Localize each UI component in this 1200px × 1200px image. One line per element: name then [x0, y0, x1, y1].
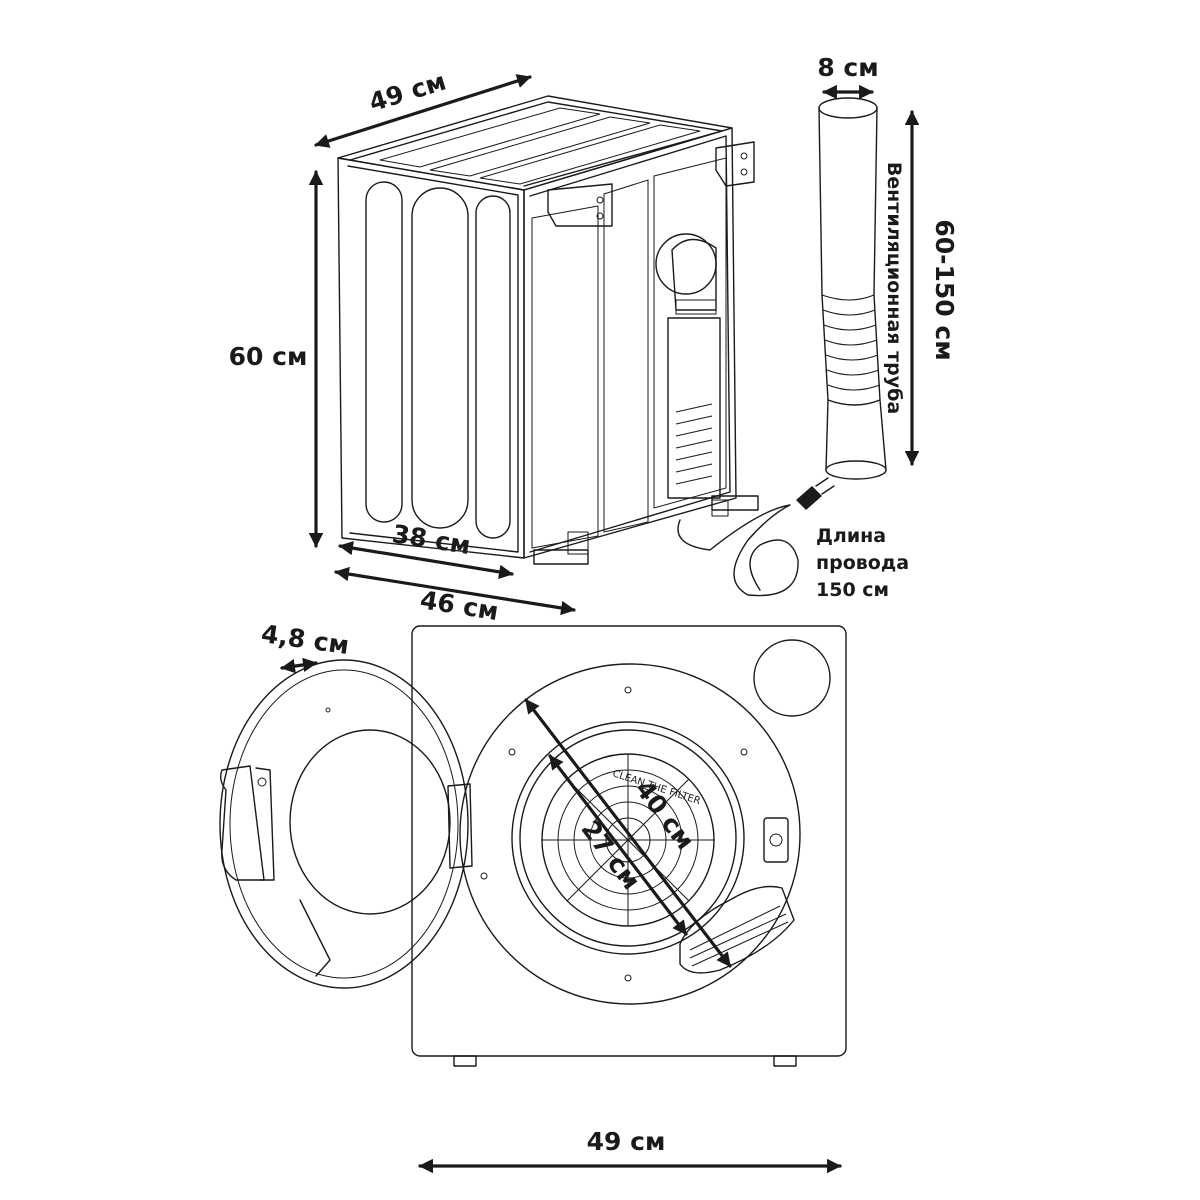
- front-foot-right: [773, 1055, 797, 1067]
- plug-icon: [796, 486, 822, 510]
- dim-depth-inner-label: 38 см: [390, 519, 472, 560]
- door-lock: [763, 817, 789, 863]
- open-door: [219, 659, 473, 989]
- door-handle: [219, 765, 265, 881]
- ventilation-hose: [818, 97, 887, 480]
- side-rib-2: [411, 187, 469, 529]
- dim-top-width-arrow: [314, 74, 532, 148]
- dim-hose-diameter-label: 8 см: [817, 53, 878, 82]
- front-panel-ring: [459, 663, 801, 1005]
- hose-name-label: Вентиляционная труба: [883, 162, 905, 414]
- door-hinge: [447, 783, 473, 869]
- front-foot-left: [453, 1055, 477, 1067]
- rear-bracket-left: [547, 183, 613, 227]
- dim-depth-outer-arrow: [334, 566, 576, 616]
- cord-label-line3: 150 см: [816, 579, 889, 601]
- control-knob: [753, 639, 831, 717]
- dim-front-width-label: 49 см: [587, 1127, 666, 1156]
- dim-door-thickness-label: 4,8 см: [259, 619, 350, 660]
- dim-top-width-label: 49 см: [366, 66, 450, 117]
- rear-view-dryer: [337, 95, 759, 565]
- door-outer-ring: [219, 659, 469, 989]
- cord-label-line2: провода: [816, 552, 909, 574]
- foot-1: [533, 549, 589, 565]
- cord-label-line1: Длина: [816, 525, 886, 547]
- front-body: [411, 625, 847, 1057]
- side-rib-3: [475, 195, 511, 539]
- side-rib-1: [365, 181, 403, 523]
- dim-height-label: 60 см: [229, 342, 308, 371]
- front-view-dryer: CLEAN THE FILTER: [411, 625, 847, 1067]
- dim-hose-length-label: 60-150 см: [930, 219, 959, 360]
- dim-filter-arrow: [548, 754, 688, 936]
- dim-depth-outer-label: 46 см: [418, 585, 500, 626]
- rear-bracket-right: [715, 141, 755, 187]
- power-cord: [677, 477, 835, 597]
- dim-door-thickness-arrow: [280, 657, 318, 674]
- front-vent-grille: [679, 885, 795, 974]
- door-glass: [289, 729, 451, 915]
- rear-grille: [675, 403, 713, 485]
